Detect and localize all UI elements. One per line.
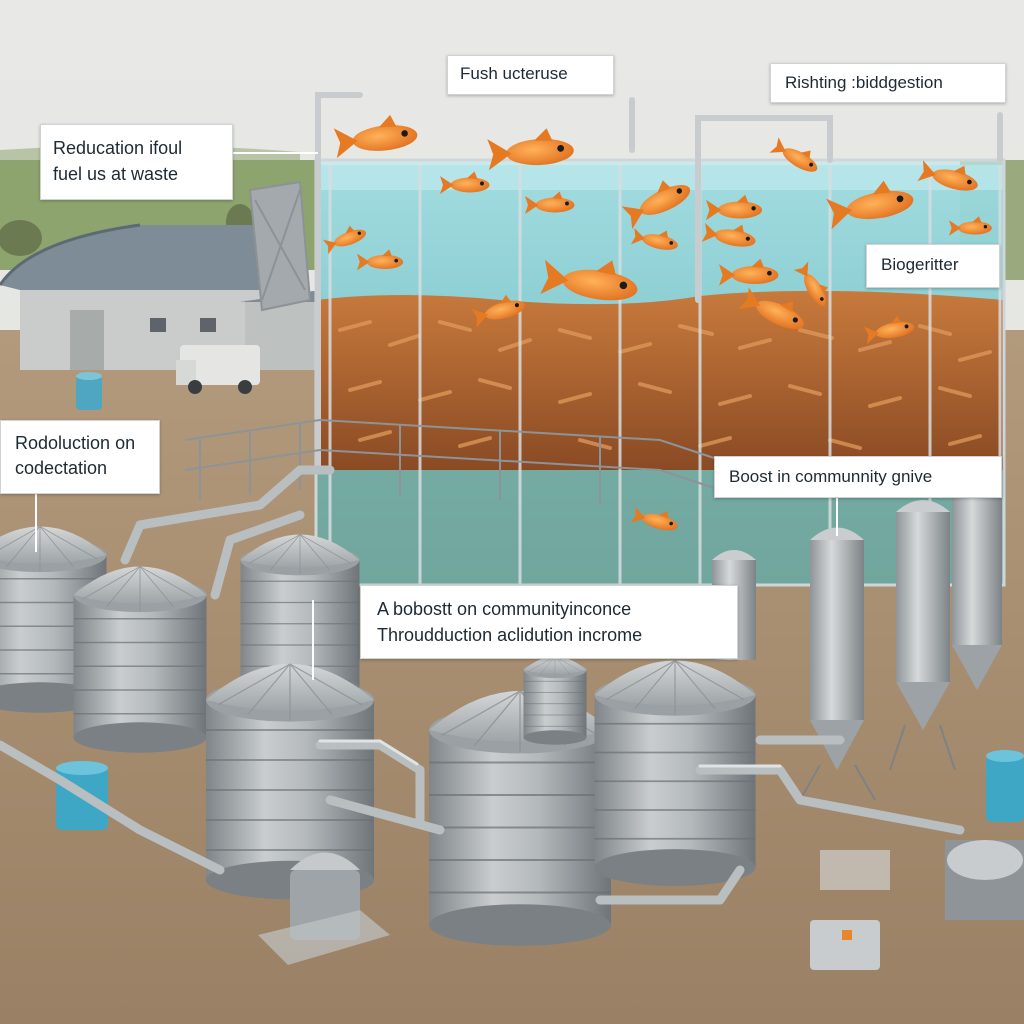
label-community-income: A bobostt on communityinconce Throudduct…	[360, 585, 738, 659]
aquarium-tank	[314, 158, 1006, 587]
filter-unit	[258, 852, 390, 965]
barrel-right	[986, 750, 1024, 822]
pump-box	[810, 920, 880, 970]
leader-line-rodoluction	[35, 492, 37, 552]
larvae-texture	[338, 320, 992, 450]
catwalk	[184, 418, 721, 505]
label-rodoluction-line2: codectation	[15, 458, 108, 479]
pipe-network	[0, 465, 965, 905]
label-rishting-biodigestion-text: Rishting :biddgestion	[785, 73, 943, 92]
label-reduction-line2: fuel us at waste	[53, 164, 179, 185]
label-rodoluction-line1: Rodoluction on	[15, 433, 136, 453]
label-income-line2: Throudduction aclidution incrome	[377, 625, 643, 646]
label-income-line1: A bobostt on communityinconce	[377, 599, 632, 619]
pipe-highlights	[318, 739, 782, 768]
label-reduction-fossil-fuel: Reducation ifoul fuel us at waste	[40, 124, 233, 200]
label-reduction-line1: Reducation ifoul	[53, 138, 183, 158]
label-biogeritter-text: Biogeritter	[881, 255, 959, 274]
leader-line-reduction	[218, 152, 318, 154]
label-rishting-biodigestion: Rishting :biddgestion	[770, 63, 1006, 103]
label-fish-ucteruse-text: Fush ucteruse	[460, 64, 568, 83]
label-rodoluction-codectation: Rodoluction on codectation	[0, 420, 160, 494]
leader-line-boost	[836, 496, 838, 536]
top-pipes	[315, 92, 1003, 473]
label-fish-ucteruse: Fush ucteruse	[447, 55, 614, 95]
truck	[176, 345, 260, 394]
barrel-left	[76, 372, 102, 410]
concrete-pad	[820, 850, 890, 890]
label-biogeritter: Biogeritter	[866, 244, 1000, 288]
truss-tower	[248, 180, 312, 312]
label-boost-community: Boost in communnity gnive	[714, 456, 1002, 498]
label-boost-community-text: Boost in communnity gnive	[729, 467, 933, 486]
blower	[945, 840, 1024, 920]
leader-line-income	[312, 600, 314, 680]
